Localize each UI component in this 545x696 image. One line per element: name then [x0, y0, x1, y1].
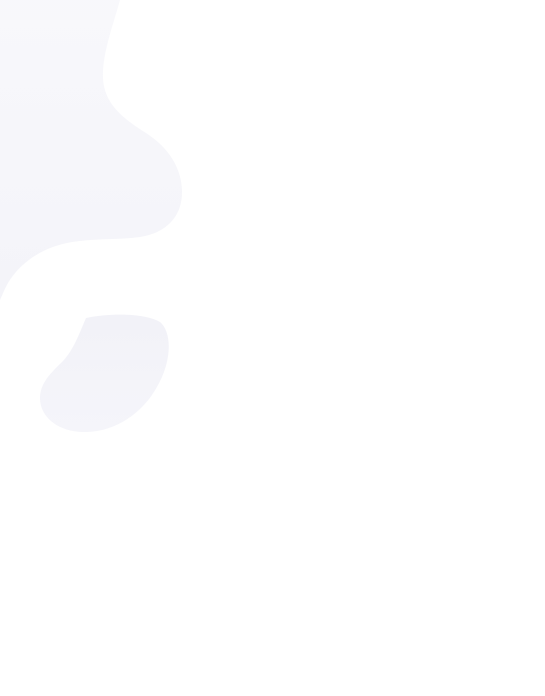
decorative-blob-small	[40, 314, 169, 433]
decorative-blob-large	[0, 0, 182, 300]
